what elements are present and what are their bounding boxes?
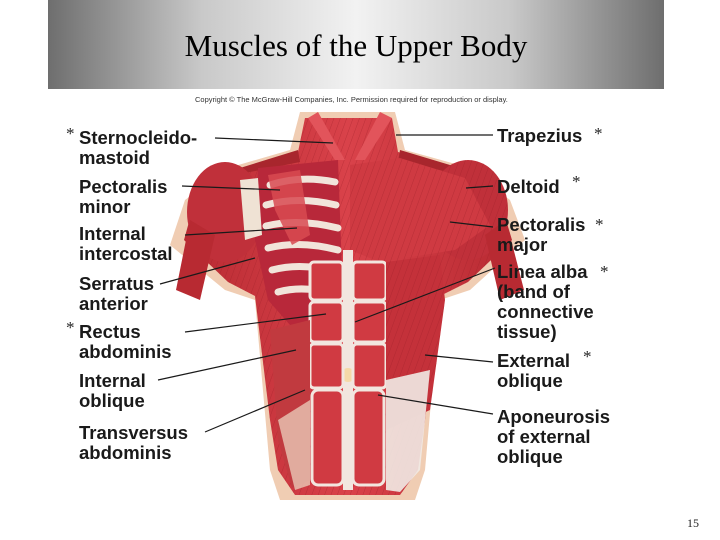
asterisk-rectus-abdominis: *	[66, 318, 75, 337]
leader-pectoralis-major	[449, 221, 494, 228]
asterisk-external-oblique: *	[583, 347, 592, 366]
leader-serratus-anterior	[159, 257, 256, 285]
title-bar: Muscles of the Upper Body	[48, 0, 664, 89]
leader-pectoralis-minor	[181, 185, 281, 191]
torso	[170, 112, 525, 500]
asterisk-linea-alba: *	[600, 262, 609, 281]
asterisk-sternocleidomastoid: *	[66, 124, 75, 143]
leader-lines	[157, 134, 496, 433]
leader-internal-intercostal	[184, 227, 298, 236]
label-sternocleidomastoid: Sternocleido-mastoid	[79, 127, 198, 168]
leader-external-oblique	[424, 354, 494, 363]
leader-sternocleidomastoid	[214, 137, 334, 144]
copyright-notice: Copyright © The McGraw-Hill Companies, I…	[195, 95, 508, 104]
label-trapezius: Trapezius	[497, 125, 583, 146]
rectus-abdominis-segments	[308, 260, 388, 487]
asterisk-deltoid: *	[572, 172, 581, 191]
asterisk-trapezius: *	[594, 124, 603, 143]
leader-linea-alba	[354, 267, 496, 323]
leader-rectus-abdominis	[184, 313, 327, 333]
page-number: 15	[687, 516, 699, 530]
asterisk-pectoralis-major: *	[595, 215, 604, 234]
slide-title: Muscles of the Upper Body	[184, 28, 528, 63]
leader-aponeurosis	[377, 394, 494, 415]
leader-internal-oblique	[157, 349, 297, 381]
leader-deltoid	[465, 185, 494, 189]
leader-transversus-abdominis	[204, 389, 306, 433]
label-deltoid: Deltoid	[497, 176, 560, 197]
